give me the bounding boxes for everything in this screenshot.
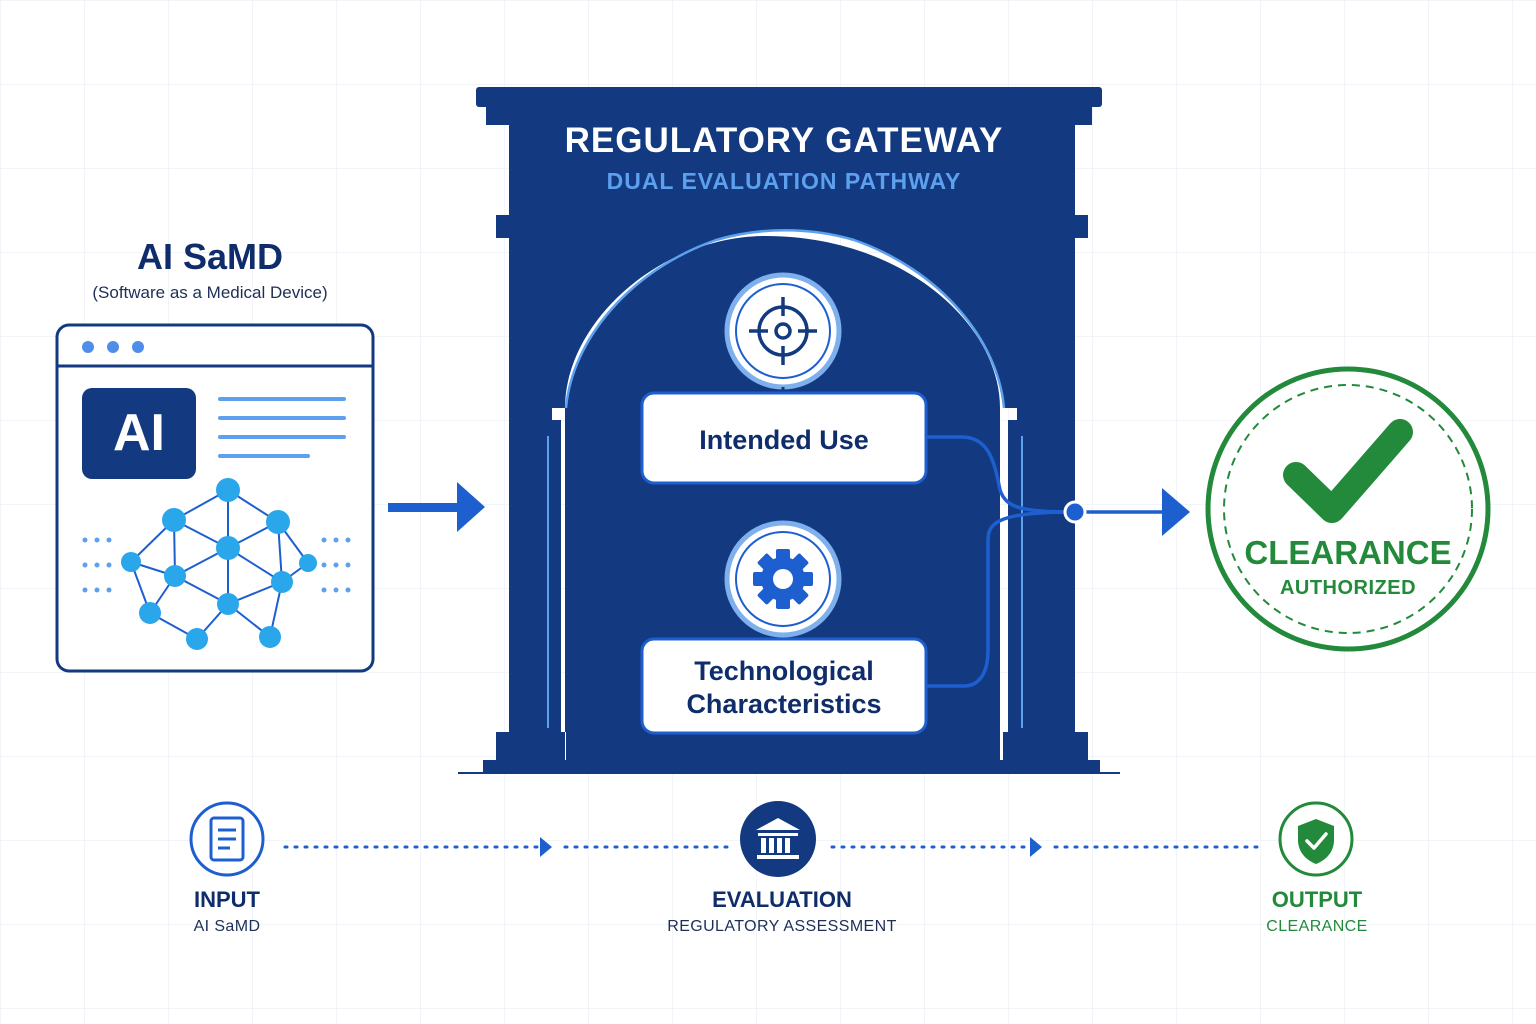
ai-tile-label: AI xyxy=(113,404,165,462)
clearance-subtitle: AUTHORIZED xyxy=(1279,577,1417,599)
step-output-subtitle: CLEARANCE xyxy=(1266,918,1368,935)
process-step-output xyxy=(1278,801,1354,877)
step-evaluation-subtitle: REGULATORY ASSESSMENT xyxy=(667,918,897,935)
samd-window xyxy=(55,323,375,673)
shield-check-icon xyxy=(1298,819,1334,864)
document-icon xyxy=(209,816,245,862)
samd-subtitle: (Software as a Medical Device) xyxy=(92,283,328,302)
checkmark-icon xyxy=(1283,419,1413,523)
window-dot xyxy=(132,341,144,353)
intended-use-label: Intended Use xyxy=(699,425,869,455)
connector-lines xyxy=(926,435,1164,688)
target-icon xyxy=(749,297,817,365)
process-step-evaluation xyxy=(740,801,816,877)
dots-right-icon xyxy=(321,537,351,593)
output-arrow xyxy=(1162,488,1190,536)
ai-tile xyxy=(82,388,196,479)
gateway-title: REGULATORY GATEWAY xyxy=(564,121,1004,160)
step-evaluation-title: EVALUATION xyxy=(712,887,852,912)
clearance-title: CLEARANCE xyxy=(1244,534,1452,571)
institution-icon xyxy=(756,818,800,859)
gateway-subtitle: DUAL EVALUATION PATHWAY xyxy=(606,168,962,194)
process-step-input xyxy=(189,801,265,877)
process-flow-arrows xyxy=(540,837,1042,857)
technological-characteristics-label: Technological Characteristics xyxy=(686,656,882,719)
clearance-seal xyxy=(1205,366,1491,652)
step-input-subtitle: AI SaMD xyxy=(193,918,261,935)
merge-node xyxy=(1063,500,1087,524)
input-arrow xyxy=(388,482,485,532)
window-dot xyxy=(82,341,94,353)
criterion-technological-characteristics xyxy=(640,520,928,735)
window-dot xyxy=(107,341,119,353)
text-lines-icon xyxy=(218,397,346,458)
step-input-title: INPUT xyxy=(194,887,260,912)
dots-left-icon xyxy=(82,537,112,593)
gear-icon xyxy=(753,549,813,609)
criterion-intended-use xyxy=(640,272,928,485)
step-output-title: OUTPUT xyxy=(1271,887,1363,912)
neural-network-icon xyxy=(121,478,317,650)
samd-title: AI SaMD xyxy=(136,236,284,277)
